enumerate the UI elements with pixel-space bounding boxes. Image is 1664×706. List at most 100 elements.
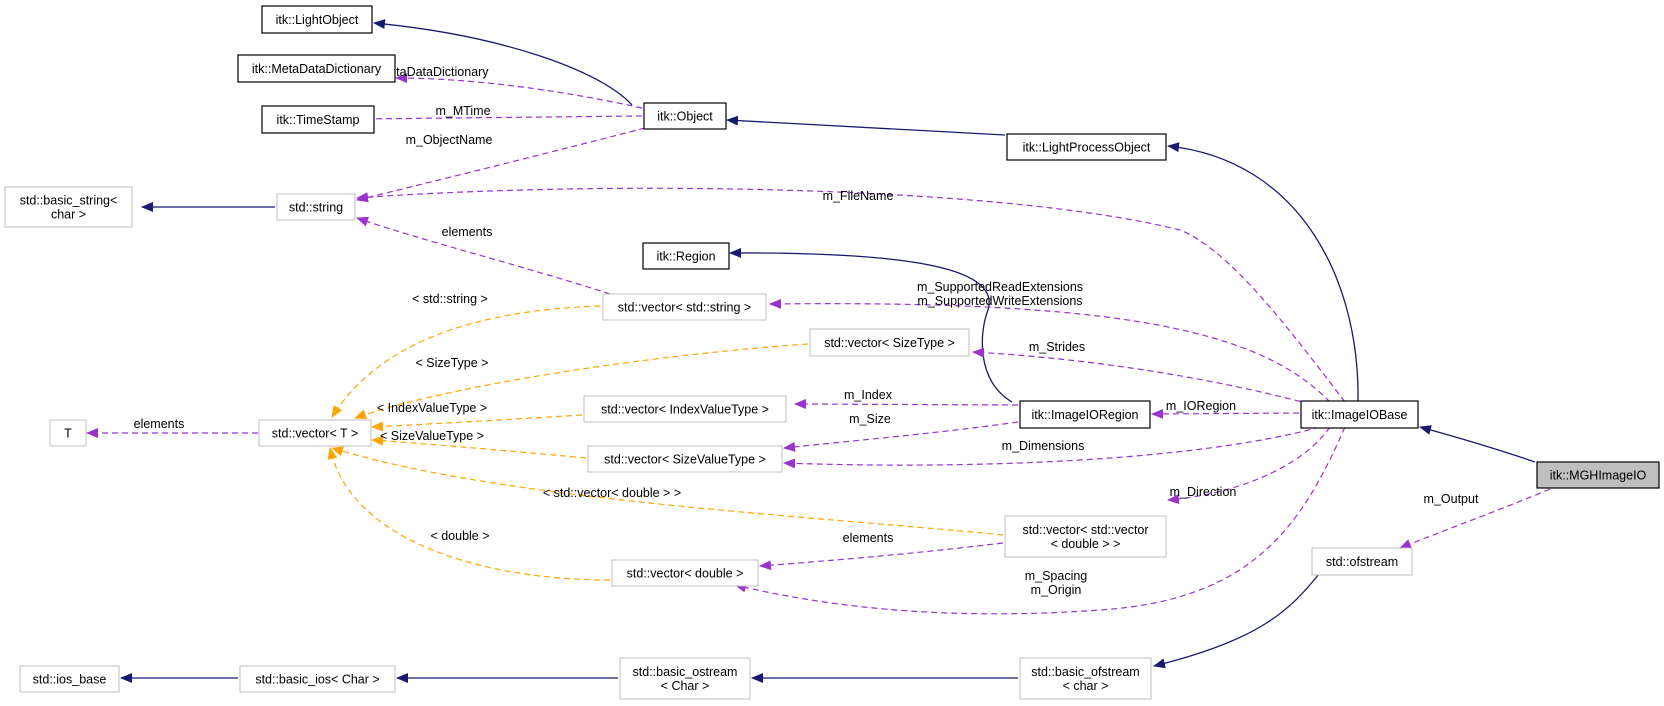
node-label: std::vector< std::string >	[618, 301, 751, 315]
node-label: std::ios_base	[33, 673, 107, 687]
node-label: std::basic_ofstream< char >	[1031, 665, 1139, 693]
label-tpl-sizetype: < SizeType >	[416, 356, 489, 370]
edge-metadatadictionary-usage	[395, 73, 643, 109]
node-std-vector-sizetype[interactable]: std::vector< SizeType >	[809, 328, 970, 357]
node-itk-region[interactable]: itk::Region	[642, 242, 730, 270]
label-m-direction: m_Direction	[1170, 485, 1237, 499]
edge-strides-usage	[972, 347, 1311, 405]
node-label: itk::MGHImageIO	[1550, 469, 1647, 483]
node-t[interactable]: T	[49, 419, 87, 447]
node-std-vector-string[interactable]: std::vector< std::string >	[602, 293, 767, 321]
node-label: itk::Region	[656, 250, 715, 264]
node-label: itk::Object	[657, 110, 713, 124]
edge-objectname-usage	[356, 127, 646, 203]
node-label: itk::LightProcessObject	[1023, 141, 1151, 155]
label-m-filename: m_FileName	[823, 189, 894, 203]
label-m-ioregion: m_IORegion	[1166, 399, 1236, 413]
edge-elements-double-usage	[759, 542, 1004, 571]
edge-tpl-string	[331, 305, 601, 418]
edge-lightprocessobject-to-object	[726, 115, 1006, 136]
node-label: std::vector< SizeType >	[824, 336, 955, 350]
node-std-string[interactable]: std::string	[276, 193, 356, 221]
node-itk-metadatadictionary[interactable]: itk::MetaDataDictionary	[237, 54, 396, 83]
edge-size-usage	[783, 421, 1019, 452]
node-itk-lightobject[interactable]: itk::LightObject	[261, 5, 373, 34]
label-m-index: m_Index	[844, 388, 893, 402]
node-std-basic-string[interactable]: std::basic_string<char >	[4, 186, 133, 228]
label-elements-double: elements	[843, 531, 894, 545]
label-m-mtime: m_MTime	[435, 104, 490, 118]
node-label: std::vector< std::vector< double > >	[1022, 523, 1148, 551]
node-label: std::string	[289, 201, 343, 215]
node-label: std::basic_string<char >	[20, 194, 118, 222]
label-tpl-std-string: < std::string >	[412, 292, 488, 306]
label-tpl-vector-double: < std::vector< double > >	[543, 486, 681, 500]
edge-index-usage	[794, 399, 1019, 410]
edge-imageioregion-to-region	[729, 247, 1013, 403]
node-std-vector-sizevaluetype[interactable]: std::vector< SizeValueType >	[587, 445, 783, 473]
edge-basicofstream-to-ofstream	[1153, 573, 1320, 669]
node-label: itk::MetaDataDictionary	[252, 62, 382, 76]
node-label: std::vector< SizeValueType >	[604, 453, 766, 467]
edge-timestamp-usage	[356, 113, 643, 124]
edge-tpl-sizevaluetype	[371, 435, 587, 459]
label-tpl-sizevaluetype: < SizeValueType >	[380, 429, 484, 443]
node-std-vector-indexvaluetype[interactable]: std::vector< IndexValueType >	[583, 395, 787, 423]
node-std-vector-vector-double[interactable]: std::vector< std::vector< double > >	[1004, 515, 1167, 558]
label-elements-t: elements	[134, 417, 185, 431]
label-m-objectname: m_ObjectName	[406, 133, 493, 147]
node-std-ofstream[interactable]: std::ofstream	[1311, 547, 1413, 576]
nodes: itk::LightObject itk::MetaDataDictionary…	[4, 5, 1660, 700]
edge-mghimageio-to-imageiobase	[1419, 425, 1536, 463]
node-std-vector-double[interactable]: std::vector< double >	[611, 559, 759, 587]
node-itk-mghimageio[interactable]: itk::MGHImageIO	[1536, 461, 1660, 489]
edge-object-to-lightobject	[373, 19, 633, 106]
edge-tpl-sizetype	[354, 343, 809, 420]
node-label: std::vector< double >	[627, 567, 744, 581]
label-tpl-indexvaluetype: < IndexValueType >	[377, 401, 487, 415]
node-std-ios-base[interactable]: std::ios_base	[19, 665, 120, 693]
edge-imageiobase-to-lightprocessobject	[1167, 142, 1359, 403]
node-std-vector-t[interactable]: std::vector< T >	[258, 419, 372, 447]
label-tpl-double: < double >	[430, 529, 489, 543]
label-m-output: m_Output	[1424, 492, 1479, 506]
node-label: std::vector< T >	[272, 427, 358, 441]
node-itk-timestamp[interactable]: itk::TimeStamp	[261, 105, 375, 134]
node-itk-lightprocessobject[interactable]: itk::LightProcessObject	[1006, 133, 1167, 161]
label-m-size: m_Size	[849, 412, 891, 426]
edge-ioregion-usage	[1151, 408, 1300, 419]
edge-filename-usage	[356, 187, 1346, 403]
node-label: T	[64, 427, 72, 441]
edge-spacing-origin-usage	[734, 426, 1346, 615]
edge-tpl-vector-double	[331, 446, 1004, 536]
label-m-dimensions: m_Dimensions	[1002, 439, 1085, 453]
edge-output-usage	[1399, 488, 1551, 549]
node-label: std::basic_ostream< Char >	[633, 665, 738, 693]
edge-dimensions-usage	[783, 426, 1321, 469]
node-label: itk::TimeStamp	[277, 113, 360, 127]
node-itk-imageiobase[interactable]: itk::ImageIOBase	[1300, 400, 1419, 429]
edge-tpl-indexvaluetype	[371, 414, 583, 432]
edge-supported-extensions-usage	[769, 298, 1331, 403]
node-itk-object[interactable]: itk::Object	[643, 102, 727, 130]
node-label: std::vector< IndexValueType >	[601, 403, 769, 417]
edge-labels: m_MetaDataDictionary m_MTime m_ObjectNam…	[134, 65, 1479, 597]
node-label: std::ofstream	[1326, 555, 1398, 569]
node-label: std::basic_ios< Char >	[255, 673, 379, 687]
node-itk-imageioregion[interactable]: itk::ImageIORegion	[1019, 400, 1151, 429]
node-label: itk::LightObject	[276, 13, 359, 27]
node-std-basic-ostream[interactable]: std::basic_ostream< Char >	[619, 657, 751, 700]
edge-direction-usage	[1167, 426, 1331, 505]
node-std-basic-ofstream[interactable]: std::basic_ofstream< char >	[1019, 657, 1152, 700]
node-label: itk::ImageIOBase	[1312, 408, 1408, 422]
label-m-strides: m_Strides	[1029, 340, 1085, 354]
edges	[86, 19, 1551, 683]
label-elements-string: elements	[442, 225, 493, 239]
node-label: itk::ImageIORegion	[1032, 408, 1139, 422]
edge-elements-string-usage	[356, 216, 611, 295]
edge-tpl-double	[327, 447, 611, 581]
node-std-basic-ios[interactable]: std::basic_ios< Char >	[239, 665, 396, 693]
